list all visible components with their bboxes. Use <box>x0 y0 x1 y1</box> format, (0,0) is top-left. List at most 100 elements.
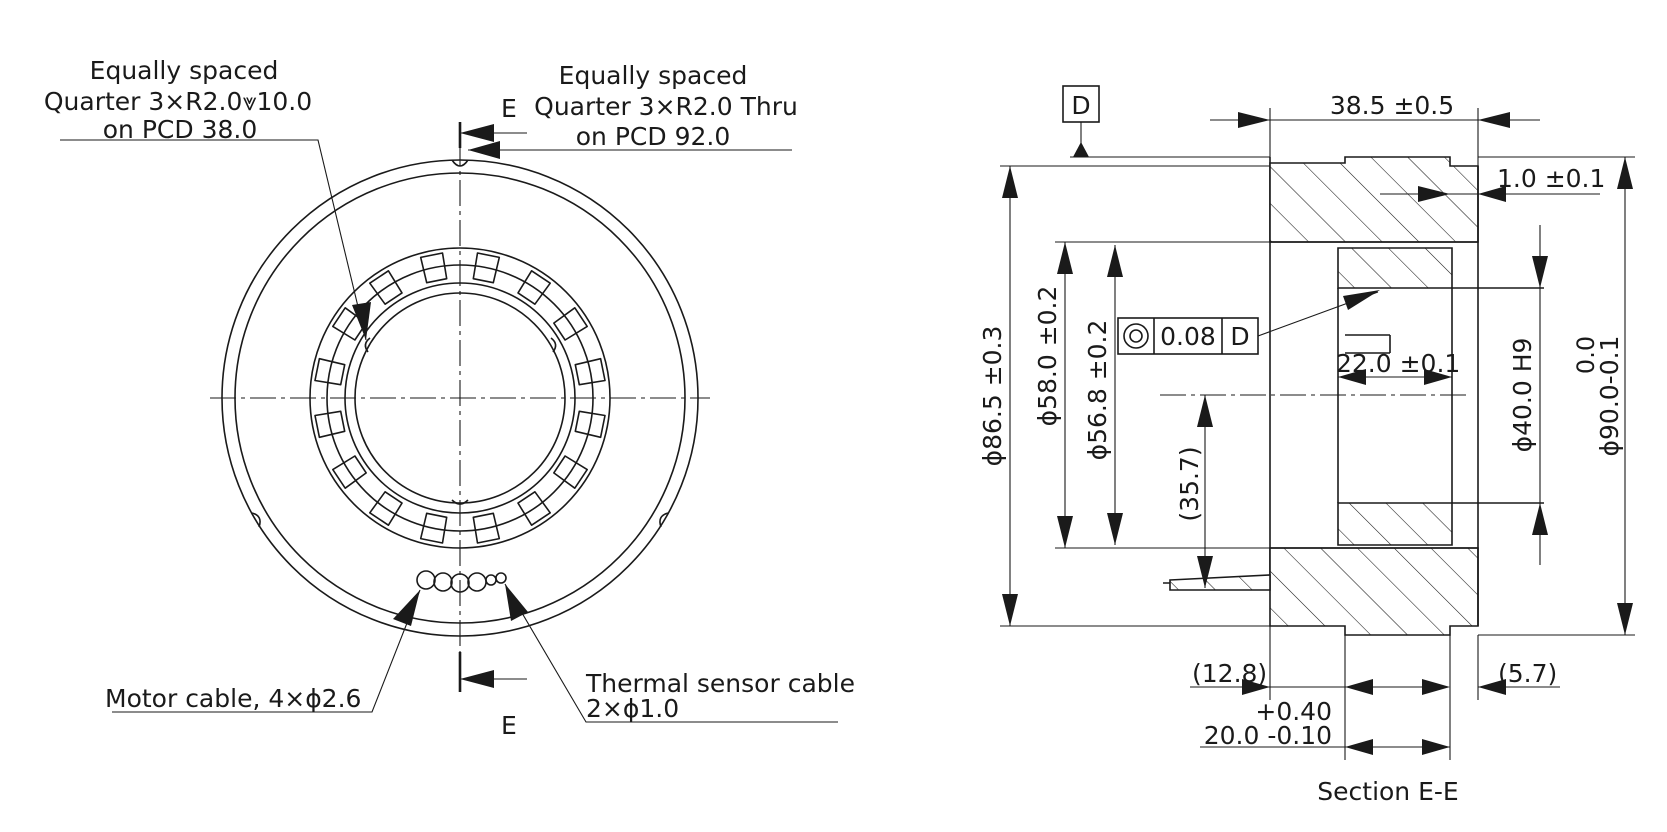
stator-slot <box>574 410 606 439</box>
callout-top-right-line2: Quarter 3×R2.0 Thru <box>534 92 798 121</box>
stator-slot <box>419 512 448 544</box>
section-caption: Section E-E <box>1317 777 1458 806</box>
motor-cable-1 <box>416 570 436 590</box>
dim-35-7-arrow-top <box>1197 395 1213 427</box>
callout-top-left-line1: Equally spaced <box>90 56 279 85</box>
datum-triangle <box>1073 142 1089 157</box>
dim-58-0-arrow-bottom <box>1057 516 1073 548</box>
tolerance-datum: D <box>1230 322 1249 351</box>
cable-bundle <box>416 570 507 593</box>
dim-22-0-text: 22.0 ±0.1 <box>1336 349 1460 378</box>
dim-20-0-arrow-right <box>1422 739 1450 755</box>
cable-exit-section <box>1169 574 1271 591</box>
thermal-cable-leader <box>504 583 838 723</box>
stator-slots <box>314 252 606 544</box>
dim-38-5-arrow-left <box>1238 112 1270 128</box>
dim-35-7-arrow-bottom <box>1197 556 1213 588</box>
dim-12-8-arrow-3 <box>1422 679 1450 695</box>
flange-section-top <box>1269 156 1479 243</box>
section-view: D <box>978 85 1635 806</box>
dim-20-0-text: 20.0 -0.10 <box>1204 721 1332 750</box>
section-mark-top: E <box>501 94 517 123</box>
stator-slot <box>369 491 403 526</box>
thermal-cable-callout: Thermal sensor cable 2×ϕ1.0 <box>504 583 855 723</box>
relief-right <box>550 337 557 353</box>
dim-1-0-text: 1.0 ±0.1 <box>1497 164 1605 193</box>
stator-slot <box>472 252 501 284</box>
callout-top-left: Equally spaced Quarter 3×R2.0⩔10.0 on PC… <box>44 56 371 341</box>
dim-86-5-arrow-bottom <box>1002 594 1018 626</box>
stator-slot <box>369 270 403 305</box>
callout-top-right: Equally spaced Quarter 3×R2.0 Thru on PC… <box>468 61 798 159</box>
dim-12-8-text: (12.8) <box>1192 659 1267 688</box>
flange-notch-right <box>659 512 669 528</box>
dim-56-8-arrow-bottom <box>1107 513 1123 545</box>
bearing-section-top <box>1337 247 1453 289</box>
dim-40-0-text: ϕ40.0 H9 <box>1508 338 1537 453</box>
dim-38-5-text: 38.5 ±0.5 <box>1330 91 1454 120</box>
dim-90-0-arrow-top <box>1617 157 1633 189</box>
callout-top-right-line1: Equally spaced <box>559 61 748 90</box>
dim-5-7-text: (5.7) <box>1498 659 1557 688</box>
section-mark-bottom: E <box>501 711 517 740</box>
dim-86-5-text: ϕ86.5 ±0.3 <box>978 326 1007 467</box>
motor-cable-label: Motor cable, 4×ϕ2.6 <box>105 684 361 713</box>
thermal-cable-arrowhead <box>505 584 528 621</box>
thermal-cable-label-1: Thermal sensor cable <box>585 669 855 698</box>
dim-20-0-upper: +0.40 <box>1255 697 1332 726</box>
dim-40-0-arrow-bottom <box>1532 503 1548 535</box>
dim-40-0-arrow-top <box>1532 256 1548 288</box>
callout-top-left-leader <box>60 139 367 341</box>
dim-86-5-arrow-top <box>1002 166 1018 198</box>
thermal-cable-label-2: 2×ϕ1.0 <box>586 694 679 723</box>
dim-1-0-arrow-right <box>1478 186 1506 202</box>
callout-top-right-arrowhead <box>468 141 500 159</box>
flange-notch-left <box>251 512 261 528</box>
section-arrow-top <box>460 124 494 142</box>
stator-slot <box>472 512 501 544</box>
tolerance-leader-arrow <box>1343 290 1380 310</box>
stator-slot <box>314 410 346 439</box>
bearing-section-bottom <box>1337 502 1453 546</box>
dim-90-0-arrow-bottom <box>1617 603 1633 635</box>
stator-slot <box>574 357 606 386</box>
tolerance-frame: 0.08 D <box>1117 290 1380 355</box>
dim-90-0-text: ϕ90.0-0.1 <box>1595 336 1624 457</box>
tolerance-value: 0.08 <box>1160 322 1216 351</box>
front-view: E E Equally spaced Quarter 3×R2.0⩔10.0 o… <box>44 56 855 740</box>
dim-38-5-arrow-right <box>1478 112 1510 128</box>
dim-58-0-text: ϕ58.0 ±0.2 <box>1033 286 1062 427</box>
concentricity-icon <box>1123 323 1149 349</box>
dim-22-0-arrow-left <box>1338 369 1366 385</box>
callout-top-left-line3: on PCD 38.0 <box>103 115 257 144</box>
callout-top-left-line2: Quarter 3×R2.0⩔10.0 <box>44 87 312 116</box>
motor-cable-2 <box>433 572 453 592</box>
dim-58-0-arrow-top <box>1057 242 1073 274</box>
stator-slot <box>517 270 551 305</box>
motor-cable-4 <box>467 572 487 592</box>
flange-section-bottom <box>1269 547 1479 636</box>
thermal-cable-2 <box>495 572 507 584</box>
stator-slot <box>419 252 448 284</box>
dim-56-8-text: ϕ56.8 ±0.2 <box>1083 320 1112 461</box>
motor-cable-leader <box>112 589 421 713</box>
dim-56-8-arrow-top <box>1107 245 1123 277</box>
dim-35-7-text: (35.7) <box>1175 446 1204 521</box>
section-arrow-bottom <box>460 670 494 688</box>
dim-5-7-arrow <box>1478 679 1506 695</box>
dim-22-0-arrow-right <box>1424 369 1452 385</box>
relief-left <box>364 337 371 353</box>
datum-label: D <box>1071 91 1090 120</box>
motor-cable-callout: Motor cable, 4×ϕ2.6 <box>105 589 421 713</box>
stator-slot <box>553 307 588 341</box>
motor-cable-arrowhead <box>393 590 420 626</box>
stator-slot <box>332 455 367 489</box>
dim-20-0-arrow-left <box>1345 739 1373 755</box>
dim-1-0-arrow-left <box>1418 186 1450 202</box>
callout-top-left-arrowhead <box>352 302 371 340</box>
dim-12-8-arrow-2 <box>1345 679 1373 695</box>
stator-slot <box>314 357 346 386</box>
stator-slot <box>517 491 551 526</box>
dim-90-0-upper: 0.0 <box>1572 336 1600 374</box>
